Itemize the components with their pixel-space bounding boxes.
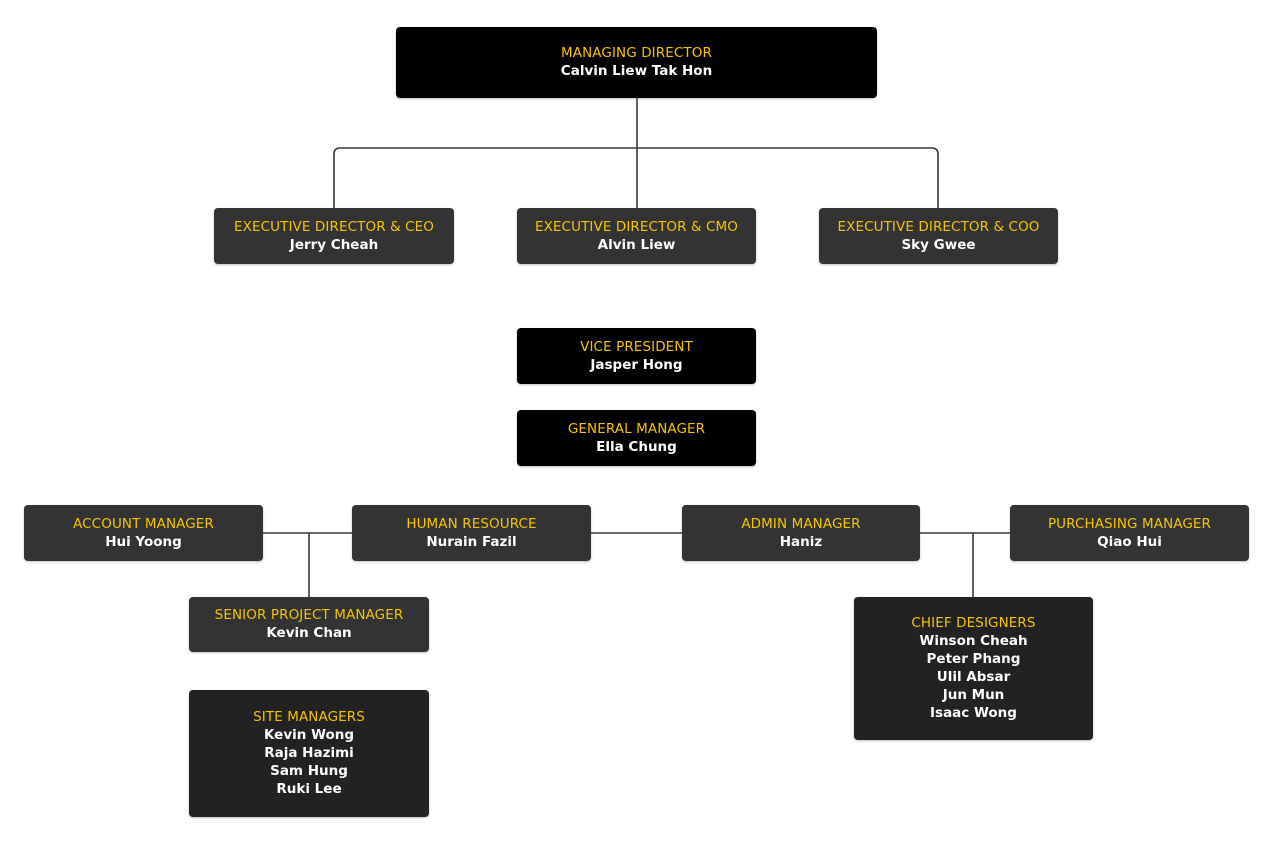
- node-name: Peter Phang: [926, 651, 1021, 667]
- node-title: MANAGING DIRECTOR: [561, 45, 712, 61]
- node-name: Jasper Hong: [590, 356, 683, 373]
- node-name: Hui Yoong: [105, 533, 182, 550]
- node-title: CHIEF DESIGNERS: [911, 615, 1036, 631]
- node-name: Nurain Fazil: [426, 533, 517, 550]
- node-name: Kevin Chan: [266, 625, 352, 641]
- node-name: Ulil Absar: [936, 669, 1011, 685]
- node-name: Qiao Hui: [1097, 533, 1162, 550]
- node-name: Jun Mun: [942, 687, 1005, 703]
- node-title: SENIOR PROJECT MANAGER: [214, 607, 404, 623]
- node-human-resource: HUMAN RESOURCE Nurain Fazil: [352, 505, 591, 561]
- node-managing-director: MANAGING DIRECTOR Calvin Liew Tak Hon: [396, 27, 877, 98]
- node-name: Sky Gwee: [901, 236, 976, 253]
- node-executive-director-coo: EXECUTIVE DIRECTOR & COO Sky Gwee: [819, 208, 1058, 264]
- node-name: Calvin Liew Tak Hon: [560, 63, 713, 79]
- node-name: Kevin Wong: [263, 727, 355, 743]
- node-title: PURCHASING MANAGER: [1047, 515, 1212, 532]
- node-title: HUMAN RESOURCE: [406, 515, 537, 532]
- node-executive-director-ceo: EXECUTIVE DIRECTOR & CEO Jerry Cheah: [214, 208, 454, 264]
- node-title: ADMIN MANAGER: [741, 515, 861, 532]
- node-name: Raja Hazimi: [264, 745, 354, 761]
- node-title: ACCOUNT MANAGER: [73, 515, 214, 532]
- node-title: EXECUTIVE DIRECTOR & CMO: [534, 218, 739, 235]
- node-name: Winson Cheah: [919, 633, 1028, 649]
- connector-md-to-execs: [333, 98, 939, 208]
- node-name: Ella Chung: [596, 438, 677, 455]
- node-purchasing-manager: PURCHASING MANAGER Qiao Hui: [1010, 505, 1249, 561]
- node-title: SITE MANAGERS: [253, 709, 365, 725]
- node-name: Sam Hung: [270, 763, 348, 779]
- node-name: Alvin Liew: [597, 236, 676, 253]
- node-title: EXECUTIVE DIRECTOR & CEO: [234, 218, 434, 235]
- node-name: Haniz: [779, 533, 823, 550]
- node-chief-designers: CHIEF DESIGNERS Winson Cheah Peter Phang…: [854, 597, 1093, 740]
- node-name: Isaac Wong: [930, 705, 1017, 721]
- node-title: VICE PRESIDENT: [580, 338, 693, 355]
- node-vice-president: VICE PRESIDENT Jasper Hong: [517, 328, 756, 384]
- node-general-manager: GENERAL MANAGER Ella Chung: [517, 410, 756, 466]
- node-name: Ruki Lee: [276, 781, 342, 797]
- node-account-manager: ACCOUNT MANAGER Hui Yoong: [24, 505, 263, 561]
- node-site-managers: SITE MANAGERS Kevin Wong Raja Hazimi Sam…: [189, 690, 429, 817]
- node-admin-manager: ADMIN MANAGER Haniz: [682, 505, 920, 561]
- node-title: EXECUTIVE DIRECTOR & COO: [837, 218, 1040, 235]
- node-executive-director-cmo: EXECUTIVE DIRECTOR & CMO Alvin Liew: [517, 208, 756, 264]
- node-title: GENERAL MANAGER: [567, 420, 706, 437]
- node-senior-project-manager: SENIOR PROJECT MANAGER Kevin Chan: [189, 597, 429, 652]
- node-name: Jerry Cheah: [289, 236, 379, 253]
